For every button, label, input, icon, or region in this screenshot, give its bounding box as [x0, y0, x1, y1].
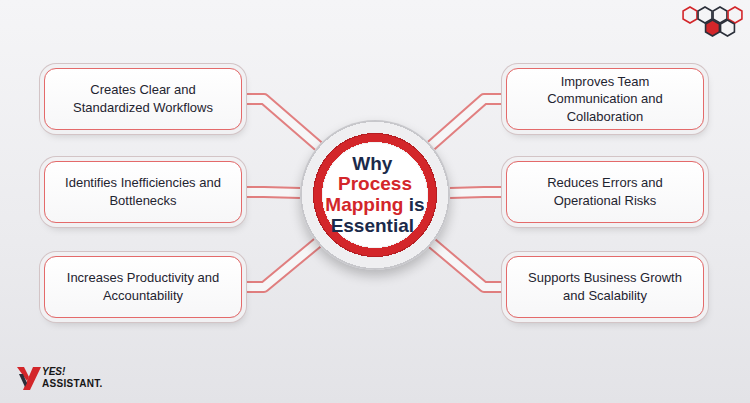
- process-box: Creates Clear and Standardized Workflows: [44, 68, 242, 130]
- connector-core: [432, 243, 506, 287]
- hub-circle: WhyProcess Mappingis Essential: [300, 120, 450, 270]
- connector-tube: [431, 99, 506, 145]
- hexagon-icon: [713, 7, 727, 23]
- text-wrap: Creates Clear and Standardized Workflows: [45, 81, 241, 116]
- hub-title-text: Why: [352, 153, 392, 174]
- connector-rim: [450, 186, 506, 199]
- box-text: Reduces Errors and Operational Risks: [519, 174, 691, 209]
- process-box: Improves Team Communication and Collabor…: [506, 68, 704, 130]
- box-text: Creates Clear and Standardized Workflows: [57, 81, 229, 116]
- text-wrap: Reduces Errors and Operational Risks: [507, 174, 703, 209]
- connector-tube: [432, 243, 506, 287]
- text-wrap: Improves Team Communication and Collabor…: [507, 73, 703, 126]
- connector-tube: [450, 192, 506, 194]
- connector-core: [450, 188, 506, 197]
- logo-shape: [19, 374, 27, 387]
- hexagon-icon: [721, 20, 735, 36]
- connector-core: [431, 99, 506, 145]
- connector-tube: [242, 99, 318, 146]
- logo-shape: [23, 367, 41, 390]
- box-text: Improves Team Communication and Collabor…: [519, 73, 691, 126]
- hexagon-icon: [706, 20, 720, 36]
- connector-rim: [431, 99, 506, 145]
- hub-title-text: Process Mapping: [325, 173, 412, 215]
- process-box: Identifies Inefficiencies and Bottleneck…: [44, 161, 242, 223]
- hexagon-icon: [698, 7, 712, 23]
- logo-text: YES!: [42, 366, 65, 377]
- text-wrap: Increases Productivity and Accountabilit…: [45, 269, 241, 304]
- connector-rim: [242, 99, 318, 146]
- hexagon-icon: [728, 7, 742, 23]
- process-box: Reduces Errors and Operational Risks: [506, 161, 704, 223]
- logo-text: ASSISTANT.: [42, 378, 103, 389]
- text-wrap: WhyProcess Mappingis Essential: [320, 154, 430, 236]
- box-text: Supports Business Growth and Scalability: [519, 269, 691, 304]
- connector-rim: [432, 243, 506, 287]
- text-wrap: Supports Business Growth and Scalability: [507, 269, 703, 304]
- connector-core: [242, 188, 300, 197]
- process-box: Supports Business Growth and Scalability: [506, 256, 704, 318]
- connector-core: [242, 243, 317, 287]
- connector-tube: [242, 243, 317, 287]
- logo-mark: [17, 367, 41, 390]
- process-box: Increases Productivity and Accountabilit…: [44, 256, 242, 318]
- box-text: Identifies Inefficiencies and Bottleneck…: [57, 174, 229, 209]
- hexagon-cluster: [683, 7, 742, 36]
- text-wrap: Identifies Inefficiencies and Bottleneck…: [45, 174, 241, 209]
- connector-rim: [242, 186, 300, 199]
- box-text: Increases Productivity and Accountabilit…: [57, 269, 229, 304]
- connector-tube: [242, 192, 300, 194]
- connector-core: [242, 99, 318, 146]
- hexagon-icon: [683, 7, 697, 23]
- connector-rim: [242, 243, 317, 287]
